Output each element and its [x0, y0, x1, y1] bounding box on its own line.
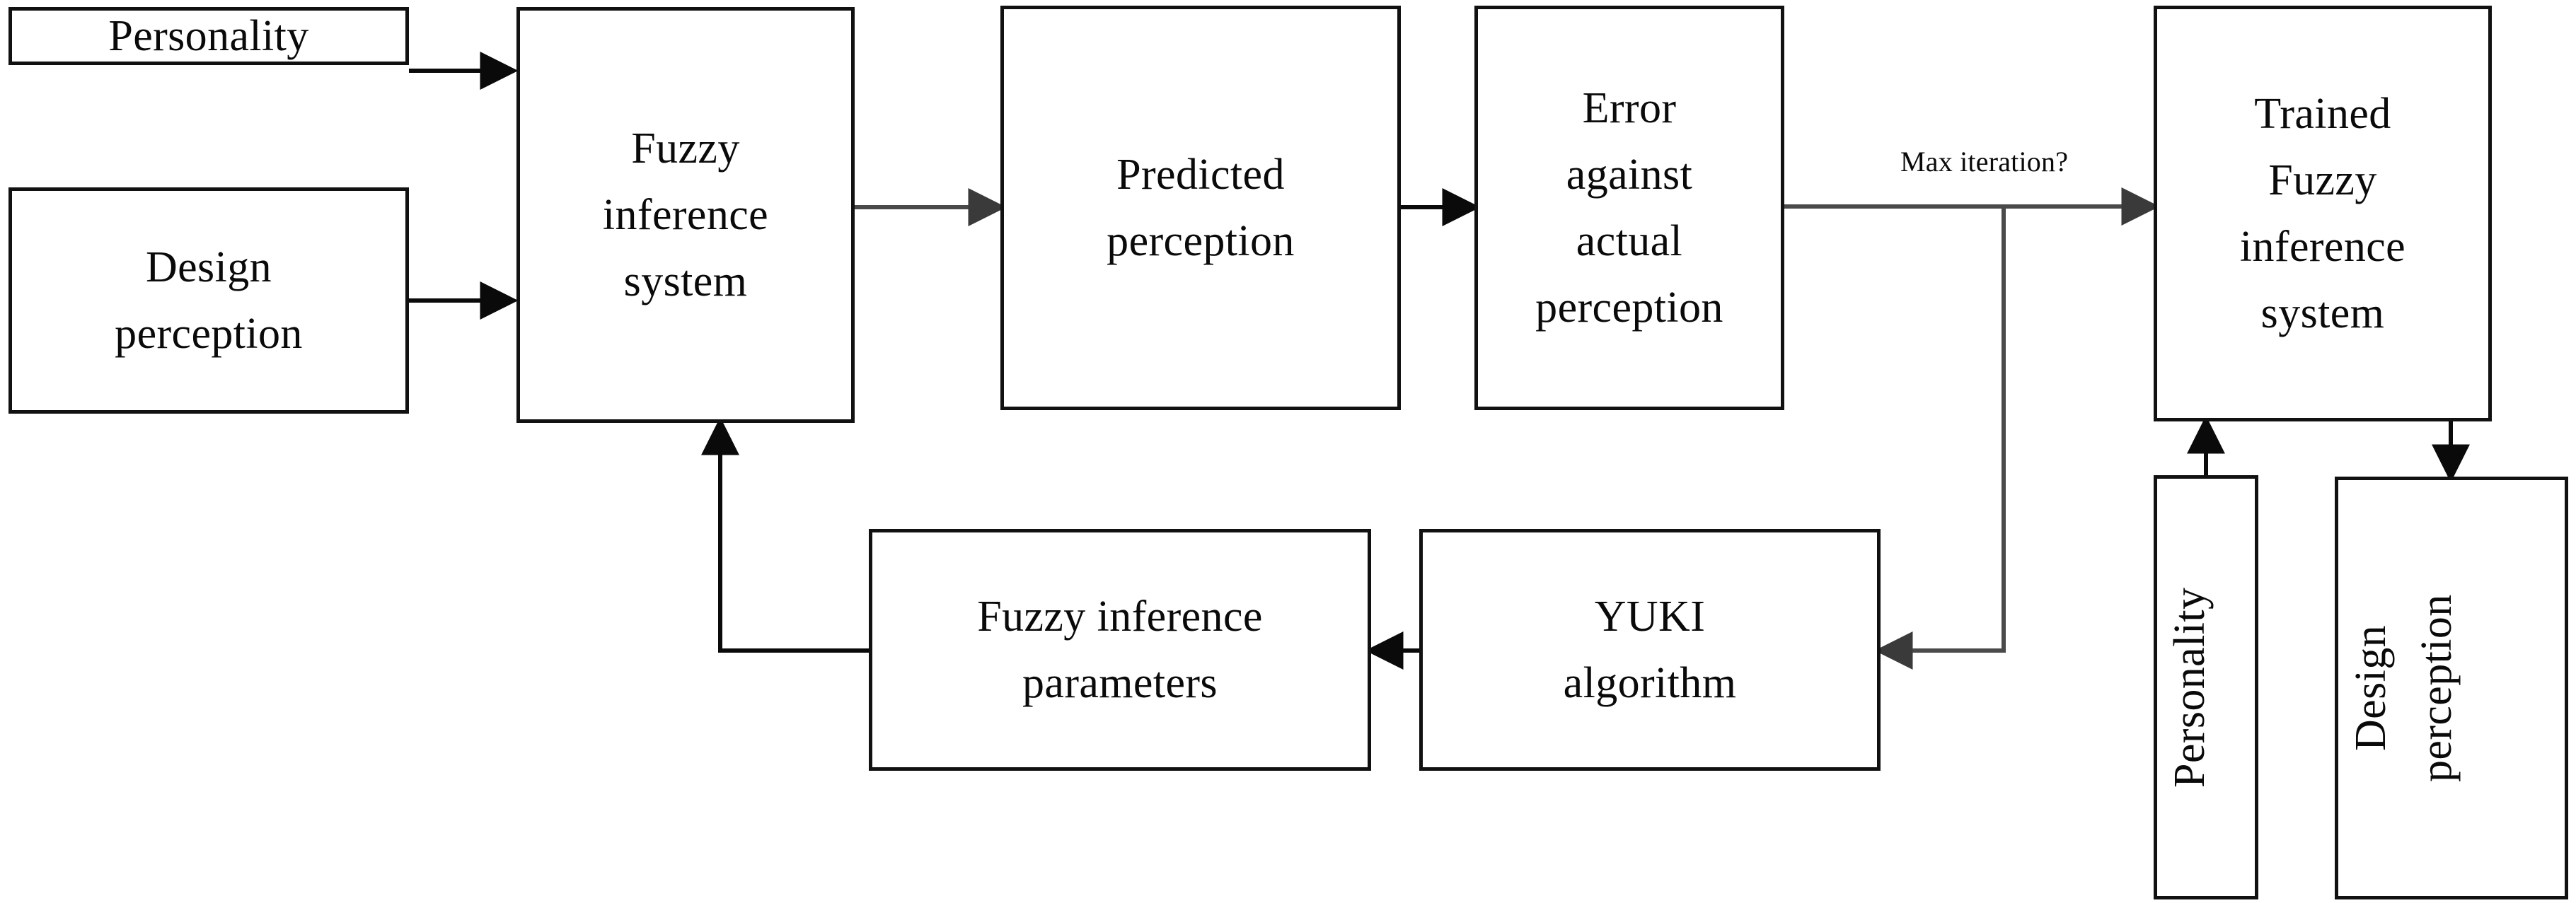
- node-error-against-actual-perception[interactable]: Error against actual perception: [1474, 6, 1784, 410]
- node-label: Fuzzy inference system: [602, 124, 769, 306]
- edge-parameters-to-fis: [701, 416, 869, 653]
- node-trained-fuzzy-inference-system[interactable]: Trained Fuzzy inference system: [2154, 6, 2492, 421]
- node-personality-output[interactable]: Personality: [2154, 475, 2258, 899]
- node-predicted-perception[interactable]: Predicted perception: [1000, 6, 1401, 410]
- node-yuki-algorithm[interactable]: YUKI algorithm: [1419, 529, 1881, 771]
- node-label: Fuzzy inference parameters: [977, 592, 1263, 707]
- node-label: Design perception: [115, 243, 303, 358]
- node-label: Personality: [2166, 587, 2214, 788]
- node-fuzzy-inference-parameters[interactable]: Fuzzy inference parameters: [869, 529, 1371, 771]
- node-label: Predicted perception: [1107, 150, 1295, 265]
- node-design-perception-input[interactable]: Design perception: [8, 187, 409, 414]
- node-label: Design perception: [2347, 594, 2461, 782]
- node-design-perception-output[interactable]: Design perception: [2335, 477, 2568, 899]
- node-label: Trained Fuzzy inference system: [2239, 89, 2406, 338]
- node-fuzzy-inference-system[interactable]: Fuzzy inference system: [516, 7, 855, 423]
- node-label: YUKI algorithm: [1563, 592, 1737, 707]
- node-label: Error against actual perception: [1535, 83, 1723, 332]
- edge-label-max-iteration: Max iteration?: [1900, 146, 2069, 177]
- node-personality-input[interactable]: Personality: [8, 7, 409, 65]
- edge-error-branch-to-yuki: [1874, 206, 2006, 670]
- node-label: Personality: [108, 11, 309, 60]
